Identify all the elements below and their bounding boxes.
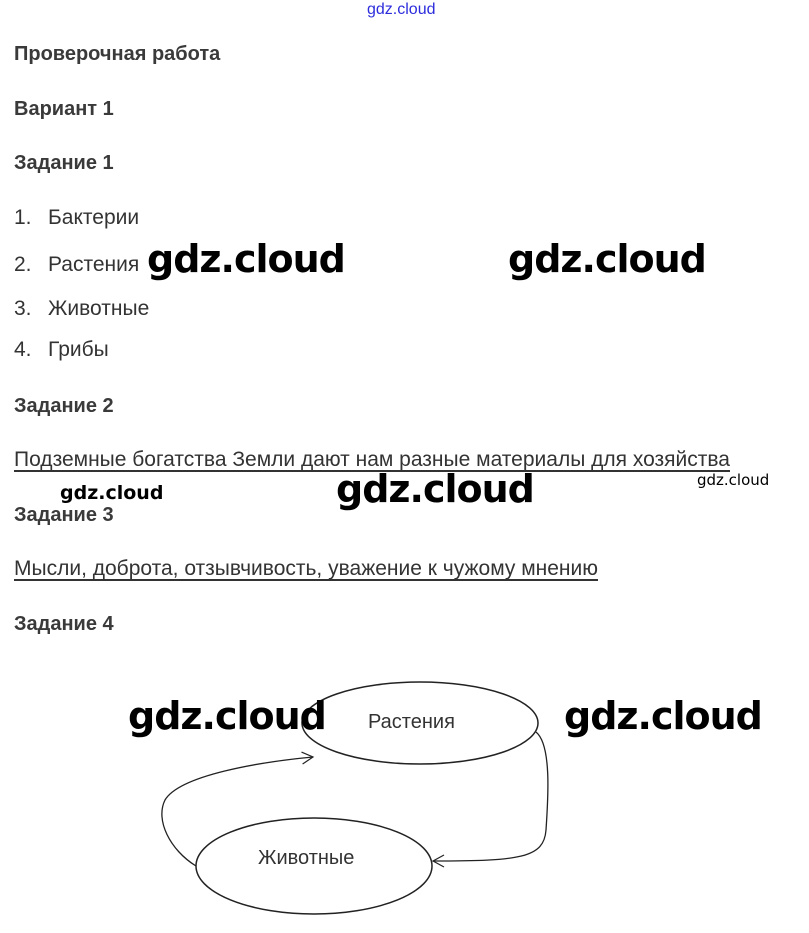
list-item: 4. Грибы: [14, 338, 109, 362]
list-item: 2. Растения: [14, 253, 139, 277]
arrow-animals-to-plants: [161, 751, 315, 867]
document-title: Проверочная работа: [14, 43, 221, 65]
task4-heading: Задание 4: [14, 613, 114, 635]
watermark: gdz.cloud: [697, 471, 770, 489]
item-number: 2.: [14, 253, 32, 276]
watermark: gdz.cloud: [336, 467, 535, 511]
task3-answer: Мысли, доброта, отзывчивость, уважение к…: [14, 557, 598, 580]
task1-heading: Задание 1: [14, 152, 114, 174]
watermark: gdz.cloud: [128, 694, 327, 738]
item-text: Животные: [48, 297, 150, 320]
item-text: Грибы: [48, 338, 109, 361]
item-text: Растения: [48, 253, 140, 276]
watermark-top: gdz.cloud: [367, 1, 436, 18]
plants-node-label: Растения: [368, 711, 455, 733]
animals-node-label: Животные: [258, 847, 355, 869]
item-number: 1.: [14, 206, 32, 229]
list-item: 3. Животные: [14, 297, 149, 321]
watermark: gdz.cloud: [564, 694, 763, 738]
watermark: gdz.cloud: [60, 482, 164, 504]
plants-node-ellipse: [301, 681, 539, 765]
list-item: 1. Бактерии: [14, 206, 139, 230]
task3-heading: Задание 3: [14, 504, 114, 526]
item-text: Бактерии: [48, 206, 140, 229]
item-number: 4.: [14, 338, 32, 361]
watermark: gdz.cloud: [508, 237, 707, 281]
task2-answer: Подземные богатства Земли дают нам разны…: [14, 448, 730, 471]
variant-heading: Вариант 1: [14, 98, 114, 120]
watermark: gdz.cloud: [147, 237, 346, 281]
item-number: 3.: [14, 297, 32, 320]
arrow-plants-to-animals: [431, 731, 549, 868]
task2-heading: Задание 2: [14, 395, 114, 417]
